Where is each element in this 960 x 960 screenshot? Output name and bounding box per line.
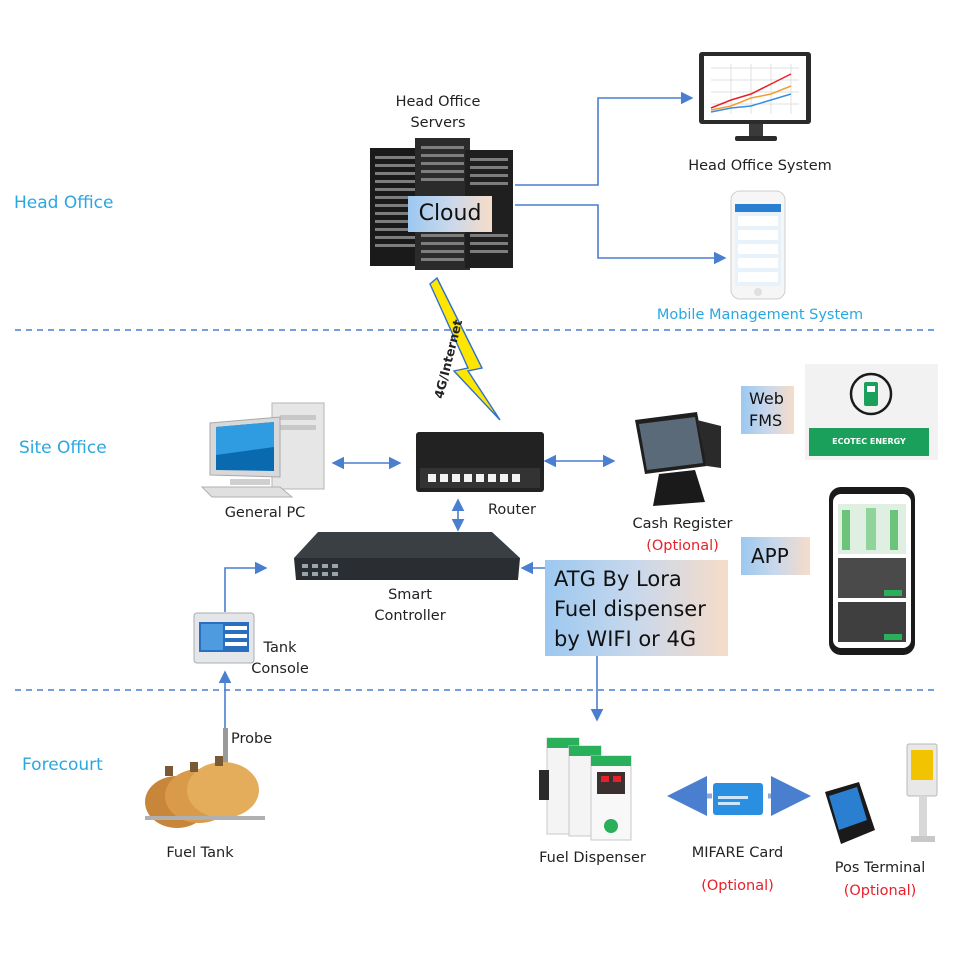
cash-register-optional: (Optional)	[646, 538, 719, 554]
probe-label: Probe	[231, 731, 273, 747]
cash-register-label: Cash Register	[632, 516, 733, 532]
app-label: APP	[741, 537, 810, 575]
mifare-card-optional: (Optional)	[701, 878, 774, 894]
head-office-system-label: Head Office System	[688, 158, 832, 174]
tank-console-icon	[193, 612, 255, 664]
tank-console-label: Tank Console	[251, 640, 309, 677]
mobile-management-label: Mobile Management System	[656, 307, 864, 323]
cloud-label: Cloud	[408, 196, 492, 232]
smart-controller-icon	[294, 532, 520, 580]
general-pc-label: General PC	[224, 505, 306, 521]
mifare-card-icon	[713, 783, 763, 815]
ecotec-logo-icon	[849, 372, 893, 416]
pos-terminal-icon	[825, 743, 938, 844]
fuel-dispenser-icon	[539, 737, 632, 841]
connector-cloud-headoffice	[515, 91, 694, 186]
monitor-chart-icon	[699, 52, 811, 141]
router-icon	[416, 432, 544, 492]
lightning-bolt	[429, 276, 501, 421]
pos-terminal-optional: (Optional)	[843, 883, 917, 899]
atg-note: ATG By Lora Fuel dispenser by WIFI or 4G	[545, 560, 728, 656]
pos-terminal-label: Pos Terminal	[834, 860, 926, 876]
ecotec-brand-bar: ECOTEC ENERGY	[809, 428, 929, 456]
zone-label-head-office: Head Office	[14, 193, 114, 213]
desktop-pc-icon	[200, 402, 325, 498]
fuel-dispenser-label: Fuel Dispenser	[539, 850, 646, 866]
fuel-tank-label: Fuel Tank	[166, 845, 234, 861]
connector-cloud-mobile	[515, 204, 727, 265]
zone-label-forecourt: Forecourt	[22, 755, 103, 775]
fuel-tank-icon	[145, 728, 265, 828]
smart-controller-label: Smart Controller	[374, 587, 446, 624]
ecotec-panel: ECOTEC ENERGY	[805, 364, 938, 460]
cash-register-icon	[635, 412, 721, 506]
servers-title: Head Office Servers	[395, 94, 481, 131]
mobile-phone-icon	[730, 190, 786, 300]
connector-console-controller	[224, 561, 268, 612]
mifare-card-label: MIFARE Card	[691, 845, 784, 861]
router-label: Router	[487, 502, 537, 518]
web-fms-label: Web FMS	[741, 386, 794, 434]
app-phone-icon	[829, 487, 915, 655]
zone-label-site-office: Site Office	[19, 438, 107, 458]
